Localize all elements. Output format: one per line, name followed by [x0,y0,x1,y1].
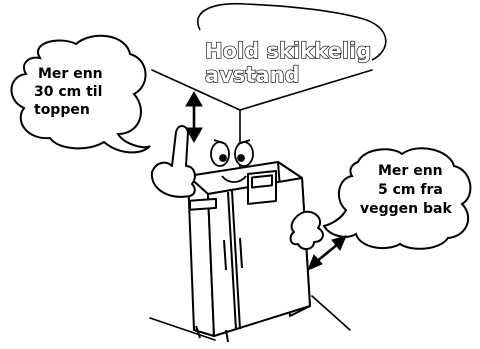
title-line-1: Hold skikkelig [205,40,371,62]
right-bubble-line-2: 5 cm fra [378,182,443,198]
title-line-2: avstand [205,64,300,86]
top-bubble-line-2: 30 cm til [34,84,102,100]
right-bubble-line-3: veggen bak [360,201,452,217]
refrigerator [188,162,310,342]
pointing-hand [152,126,195,197]
top-bubble-line-3: toppen [34,102,90,118]
top-bubble-line-1: Mer enn [38,66,103,82]
gesturing-hand [291,212,323,249]
right-bubble-line-1: Mer enn [378,163,443,179]
